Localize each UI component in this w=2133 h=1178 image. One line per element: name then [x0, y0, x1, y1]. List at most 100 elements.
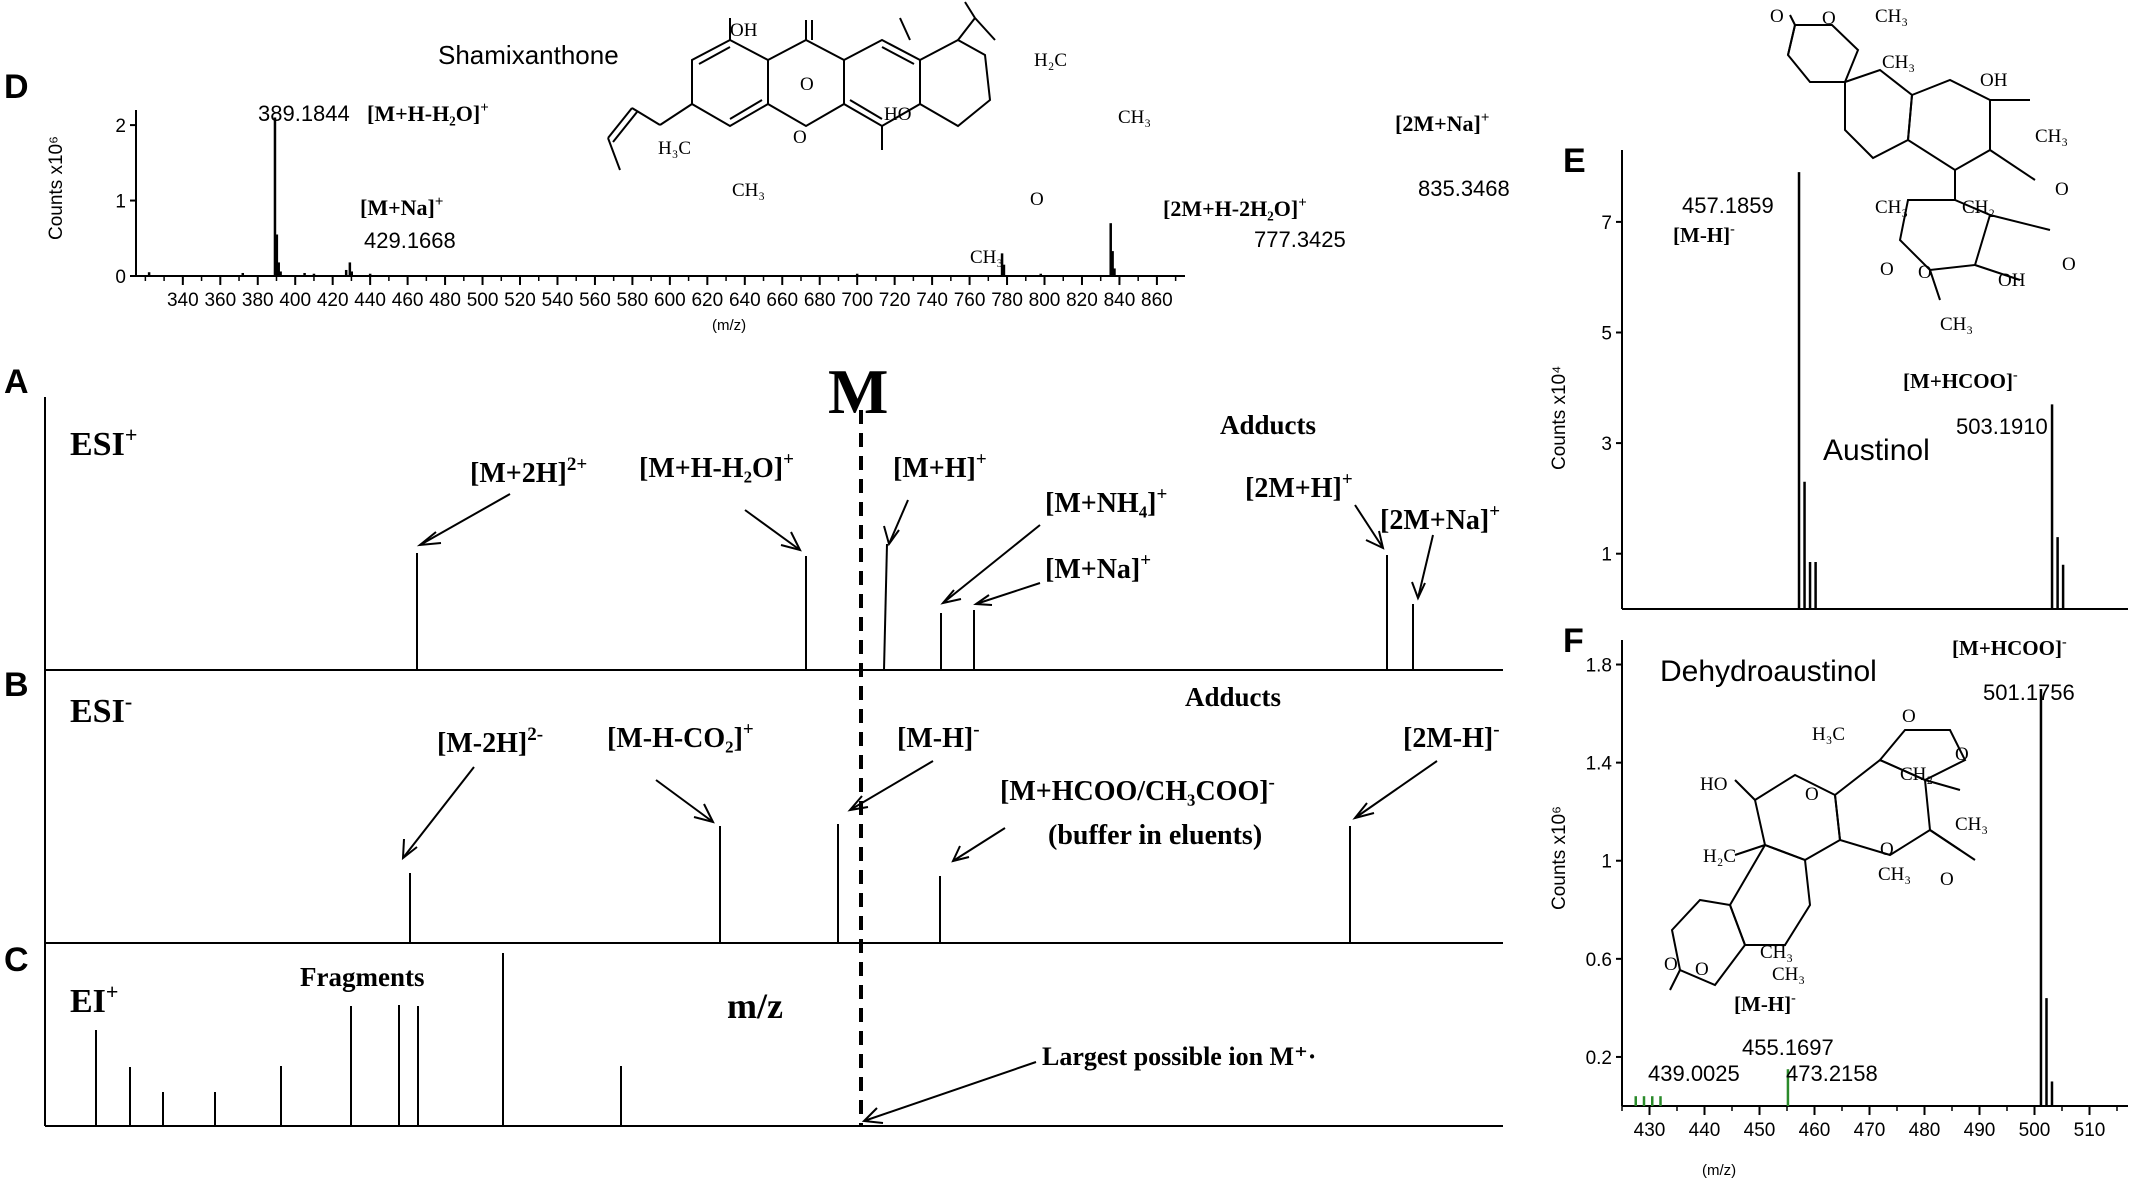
ion-mna-label: [M+Na] — [1045, 554, 1140, 585]
dehydroaustinol-structure — [1669, 729, 1976, 991]
deh-o3: O — [1805, 784, 1819, 805]
ion-mnh4-sup: + — [1156, 484, 1167, 505]
deh-o2: O — [1955, 744, 1969, 765]
deh-ho: HO — [1700, 774, 1727, 795]
aus-ch3-c: CH₃ — [2035, 126, 2068, 147]
ion-2m-h-label: [2M-H] — [1403, 723, 1493, 754]
chart-d-xtick-label: 440 — [354, 290, 386, 311]
chart-f-ytick-label: 1.4 — [1586, 754, 1613, 775]
ion-mhco2-sup: + — [743, 719, 754, 740]
svg-text:[2M+Na]+: [2M+Na]+ — [1380, 501, 1500, 536]
panel-letter-b: B — [4, 666, 29, 704]
shamixanthone-labels: OH O O O HO H₂C CH₃ H₃C CH₃ CH₃ — [658, 20, 1151, 268]
fragments-label: Fragments — [300, 962, 424, 992]
chart-f-ylabel: Counts x10⁶ — [1549, 806, 1570, 910]
e-ann-503-value: 503.1910 — [1956, 414, 2048, 439]
svg-text:[M+NH₄]+: [M+NH₄]+ — [1045, 484, 1167, 519]
chart-d-xtick-label: 560 — [579, 290, 611, 311]
sham-oh: OH — [730, 20, 758, 41]
aus-o3: O — [2055, 179, 2069, 200]
svg-text:[M+HCOO]-: [M+HCOO]- — [1903, 368, 2018, 393]
d-ann-429-sup: + — [435, 194, 444, 210]
chart-e-ytick-label: 7 — [1601, 213, 1612, 234]
chart-d-ytick-label: 2 — [115, 116, 126, 137]
esi-pos-mode: ESI — [70, 426, 125, 463]
chart-e-ytick-label: 3 — [1601, 434, 1612, 455]
chart-e-annotations: 457.1859 [M-H]- [M+HCOO]- 503.1910 — [1673, 193, 2048, 439]
aus-ch3-e: CH₃ — [1940, 314, 1973, 335]
chart-d-ytick-label: 0 — [115, 267, 126, 288]
sham-o-pyran: O — [1030, 189, 1044, 210]
chart-d-ylabel: Counts x10⁶ — [46, 136, 67, 240]
ion-2mna-sup: + — [1489, 501, 1500, 522]
deh-h2c: H₂C — [1703, 846, 1736, 867]
chart-d-xtick-label: 840 — [1104, 290, 1136, 311]
deh-ch3-a: CH₃ — [1955, 814, 1988, 835]
sham-o-ring: O — [793, 127, 807, 148]
e-ann-457-ion: [M-H] — [1673, 223, 1730, 247]
deh-ch3-b: CH₃ — [1878, 864, 1911, 885]
chart-d-xtick-label: 420 — [317, 290, 349, 311]
chart-f-ytick-label: 1 — [1601, 852, 1612, 873]
schematic-frame — [44, 397, 1503, 1127]
chart-d-xtick-label: 540 — [542, 290, 574, 311]
ei-pos-mode: EI — [70, 983, 106, 1020]
sham-ch3-bottom: CH₃ — [970, 247, 1003, 268]
chart-f-ytick-label: 1.8 — [1586, 656, 1612, 677]
chart-f-xtick-label: 490 — [1964, 1120, 1996, 1141]
chart-e-ytick-label: 1 — [1601, 545, 1612, 566]
ion-2mh-sup: + — [1342, 469, 1353, 490]
chart-f-xtick-label: 440 — [1689, 1120, 1721, 1141]
sham-ch3-top: CH₃ — [1118, 107, 1151, 128]
svg-text:ESI-: ESI- — [70, 689, 132, 730]
svg-text:[M+H-H₂O]+: [M+H-H₂O]+ — [367, 100, 489, 126]
mz-label: m/z — [727, 986, 783, 1026]
deh-h3c: H₃C — [1812, 724, 1845, 745]
ion-mhh2o-label: [M+H-H₂O] — [639, 453, 783, 484]
chart-f-xtick-label: 470 — [1854, 1120, 1886, 1141]
aus-oh-2: OH — [1998, 270, 2026, 291]
f-ann-501-sup: - — [2062, 635, 2067, 650]
d-ann-777-sup: + — [1298, 195, 1307, 211]
chart-d-xtick-label: 660 — [766, 290, 798, 311]
svg-text:[2M+H-2H₂O]+: [2M+H-2H₂O]+ — [1163, 195, 1307, 221]
aus-o6: O — [2062, 254, 2076, 275]
svg-text:[M-2H]2-: [M-2H]2- — [437, 724, 543, 759]
svg-text:[M+Na]+: [M+Na]+ — [360, 194, 443, 220]
deh-o6: O — [1664, 954, 1678, 975]
ion-m2h-sup: 2+ — [567, 454, 587, 475]
panel-letter-d: D — [4, 68, 29, 106]
sham-o-carbonyl: O — [800, 74, 814, 95]
chart-d-xtick-label: 800 — [1029, 290, 1061, 311]
f-ann-455-ion: [M-H] — [1734, 992, 1791, 1016]
svg-text:[M-H]-: [M-H]- — [897, 719, 980, 754]
d-ann-429-ion: [M+Na] — [360, 195, 435, 220]
ion-m-2h-sup: 2- — [527, 724, 543, 745]
ei-pos-sup: + — [106, 979, 119, 1004]
ion-m-h-label: [M-H] — [897, 723, 973, 754]
f-ann-501-value: 501.1756 — [1983, 680, 2075, 705]
chart-f-xtick-label: 460 — [1799, 1120, 1831, 1141]
aus-ch3-d: CH₃ — [1875, 197, 1908, 218]
aus-ch2: CH₂ — [1962, 197, 1995, 218]
svg-text:[2M+H]+: [2M+H]+ — [1245, 469, 1353, 504]
sham-h2c: H₂C — [1034, 50, 1067, 71]
chart-e-title: Austinol — [1823, 434, 1930, 467]
d-ann-835-sup: + — [1481, 110, 1490, 126]
aus-o5: O — [1918, 262, 1932, 283]
chart-d-xtick-label: 400 — [279, 290, 311, 311]
ion-mh-sup: + — [976, 449, 987, 470]
deh-o5: O — [1940, 869, 1954, 890]
esi-pos-sup: + — [125, 422, 138, 447]
e-ann-457-value: 457.1859 — [1682, 193, 1774, 218]
ion-2m-h-sup: - — [1493, 719, 1499, 740]
sham-h3c: H₃C — [658, 138, 691, 159]
e-ann-457-sup: - — [1730, 222, 1735, 237]
sham-ch3-prenyl: CH₃ — [732, 180, 765, 201]
chart-d-xlabel: (m/z) — [712, 317, 746, 334]
svg-text:[M+H]+: [M+H]+ — [893, 449, 987, 484]
svg-text:[2M-H]-: [2M-H]- — [1403, 719, 1500, 754]
d-ann-389-sup: + — [480, 100, 489, 116]
ion-mhcoo-sup: - — [1269, 772, 1275, 793]
